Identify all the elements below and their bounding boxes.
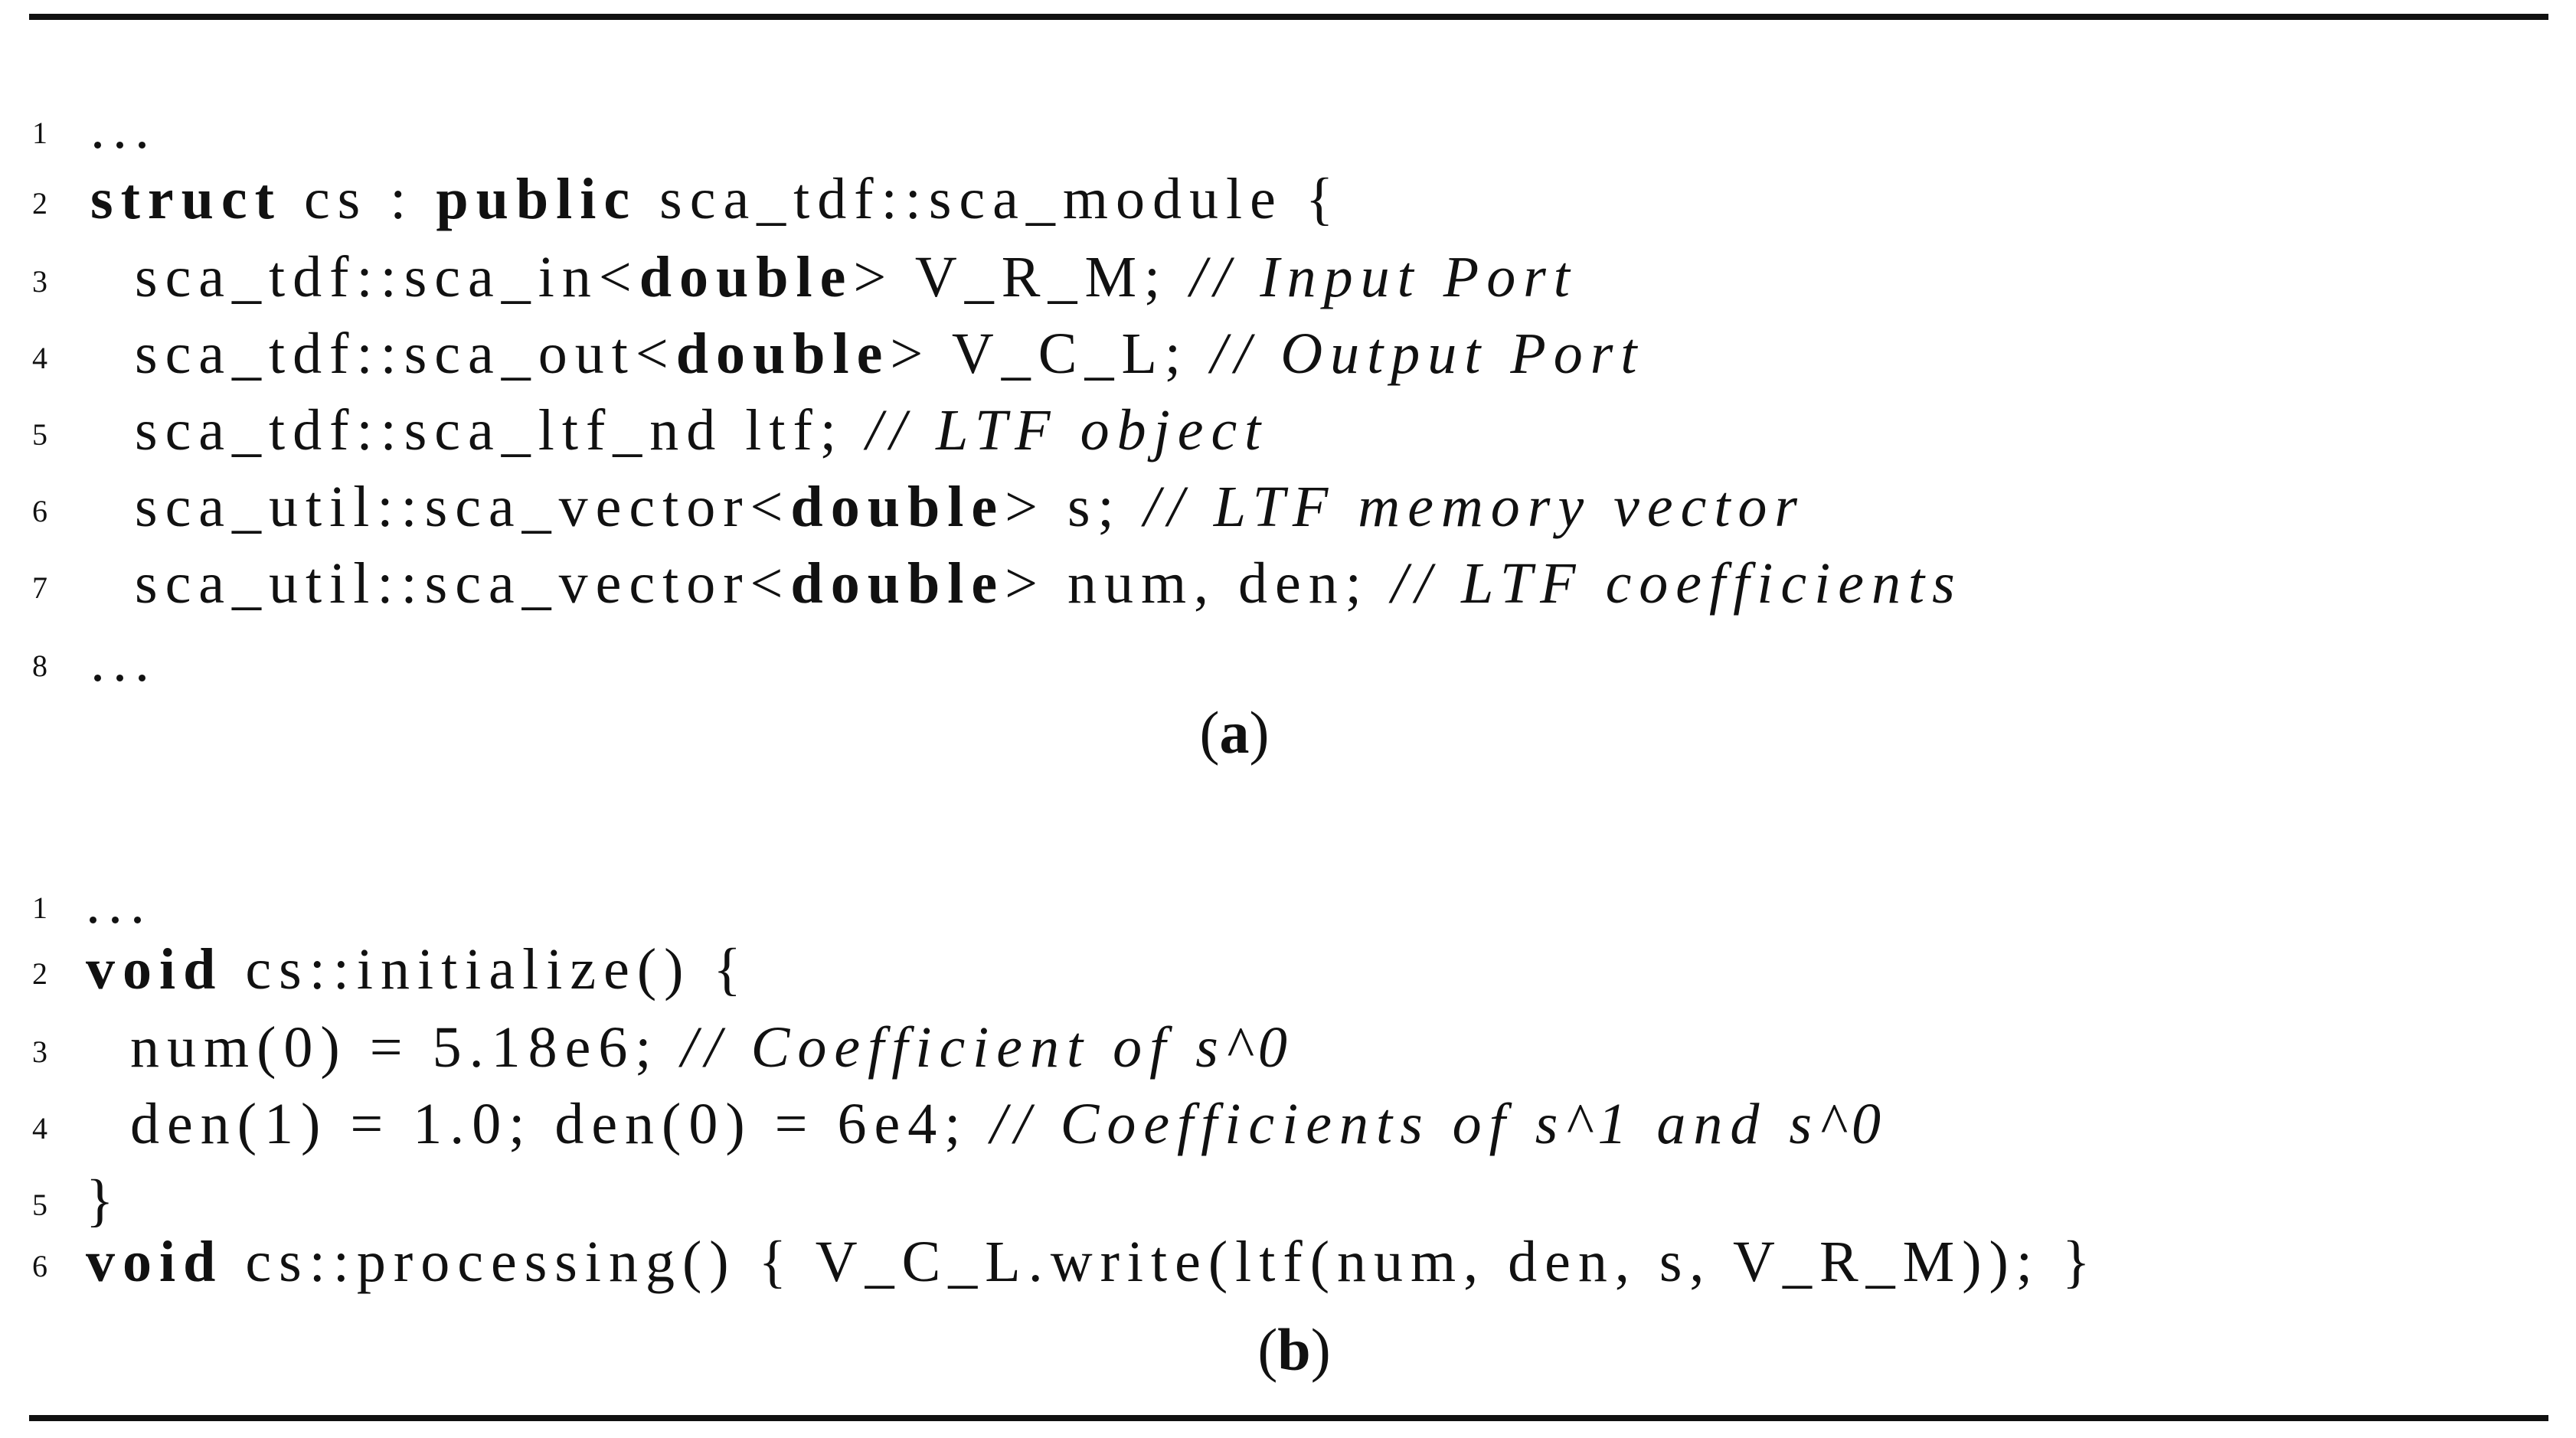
caption-b: (b) [1257,1316,1331,1383]
code-token: ... [90,629,157,694]
code-token: } [86,1168,122,1233]
listing-a-line-3: 3 sca_tdf::sca_in<double> V_R_M; // Inpu… [0,248,2576,325]
keyword: double [790,475,1005,539]
listing-b-code-text: ... [86,874,152,933]
code-token: sca_tdf::sca_module { [637,167,1342,231]
keyword: void [86,1230,224,1294]
caption-b-letter: b [1277,1316,1311,1383]
keyword: double [675,322,891,386]
code-token: sca_tdf::sca_ltf_nd ltf; [90,398,866,462]
listing-b-line-number: 6 [32,1249,47,1283]
bottom-rule [29,1415,2548,1421]
listing-a-code-text: sca_util::sca_vector<double> num, den; /… [90,554,1963,613]
keyword: double [639,245,854,309]
code-token: > s; [1005,475,1144,539]
listing-b-code-text: } [86,1172,121,1230]
listing-a-code-text: sca_tdf::sca_in<double> V_R_M; // Input … [90,248,1577,306]
caption-a: (a) [1199,699,1270,766]
listing-a-line-2: 2 struct cs : public sca_tdf::sca_module … [0,170,2576,247]
code-token: sca_tdf::sca_in< [90,245,639,309]
listing-a-line-6: 6 sca_util::sca_vector<double> s; // LTF… [0,478,2576,554]
code-token: cs::processing() { V_C_L.write(ltf(num, … [223,1230,2098,1294]
code-token: ... [90,96,157,161]
code-token: num(0) = 5.18e6; [86,1015,682,1080]
comment: // Coefficients of s^1 and s^0 [990,1092,1889,1156]
listing-b-line-number: 2 [32,956,47,991]
listing-a-line-5: 5 sca_tdf::sca_ltf_nd ltf; // LTF object [0,401,2576,478]
code-token: ... [86,871,152,936]
listing-a-code-text: struct cs : public sca_tdf::sca_module { [90,170,1341,228]
listing-a-code-text: ... [90,100,157,158]
keyword: void [86,937,224,1002]
listing-a-code-text: sca_util::sca_vector<double> s; // LTF m… [90,478,1805,536]
comment: // Output Port [1210,322,1645,386]
comment: // LTF coefficients [1391,551,1963,616]
keyword: public [436,167,638,231]
keyword: struct [90,167,282,231]
listing-b-line-2: 2 void cs::initialize() { [0,940,2576,1017]
listing-b-line-6: 6 void cs::processing() { V_C_L.write(ltf… [0,1233,2576,1309]
listing-a-code-text: ... [90,632,157,691]
listing-a-line-number: 2 [32,186,47,221]
listing-b-line-number: 5 [32,1188,47,1222]
listing-b-code-text: void cs::initialize() { [86,940,749,998]
listing-b-code-text: void cs::processing() { V_C_L.write(ltf(… [86,1233,2097,1291]
listing-b-line-number: 1 [32,891,47,925]
listing-b-code-text: den(1) = 1.0; den(0) = 6e4; // Coefficie… [86,1095,1888,1153]
listing-a-code-text: sca_tdf::sca_out<double> V_C_L; // Outpu… [90,325,1644,383]
listing-a-line-number: 6 [32,494,47,528]
code-token: > num, den; [1005,551,1391,616]
listing-b-line-5: 5} [0,1172,2576,1248]
listing-a-line-4: 4 sca_tdf::sca_out<double> V_C_L; // Out… [0,325,2576,401]
code-token: cs::initialize() { [223,937,749,1002]
comment: // LTF memory vector [1143,475,1806,539]
listing-a-line-number: 1 [32,116,47,150]
listing-b-line-3: 3 num(0) = 5.18e6; // Coefficient of s^0 [0,1018,2576,1095]
code-token: sca_tdf::sca_out< [90,322,676,386]
code-token: sca_util::sca_vector< [90,551,791,616]
keyword: double [790,551,1005,616]
code-token: den(1) = 1.0; den(0) = 6e4; [86,1092,991,1156]
listing-b-line-1: 1... [0,874,2576,951]
listing-a-line-number: 5 [32,417,47,452]
listing-a-line-number: 8 [32,649,47,683]
comment: // LTF object [865,398,1269,462]
comment: // Input Port [1190,245,1577,309]
code-token: sca_util::sca_vector< [90,475,791,539]
code-token: > V_R_M; [853,245,1191,309]
listing-a-line-7: 7 sca_util::sca_vector<double> num, den;… [0,554,2576,631]
listing-a-line-number: 3 [32,264,47,299]
listing-a-line-1: 1... [0,100,2576,176]
listing-a-line-number: 7 [32,570,47,605]
listing-b-line-4: 4 den(1) = 1.0; den(0) = 6e4; // Coeffic… [0,1095,2576,1172]
code-token: cs : [281,167,436,231]
code-token: > V_C_L; [890,322,1211,386]
listing-a-line-number: 4 [32,341,47,375]
listing-b-line-number: 3 [32,1034,47,1069]
caption-a-letter: a [1219,699,1250,766]
listing-a-code-text: sca_tdf::sca_ltf_nd ltf; // LTF object [90,401,1268,459]
listing-b-code-text: num(0) = 5.18e6; // Coefficient of s^0 [86,1018,1295,1077]
top-rule [29,14,2548,20]
listing-b-line-number: 4 [32,1111,47,1145]
listing-a-line-8: 8... [0,632,2576,709]
comment: // Coefficient of s^0 [681,1015,1295,1080]
